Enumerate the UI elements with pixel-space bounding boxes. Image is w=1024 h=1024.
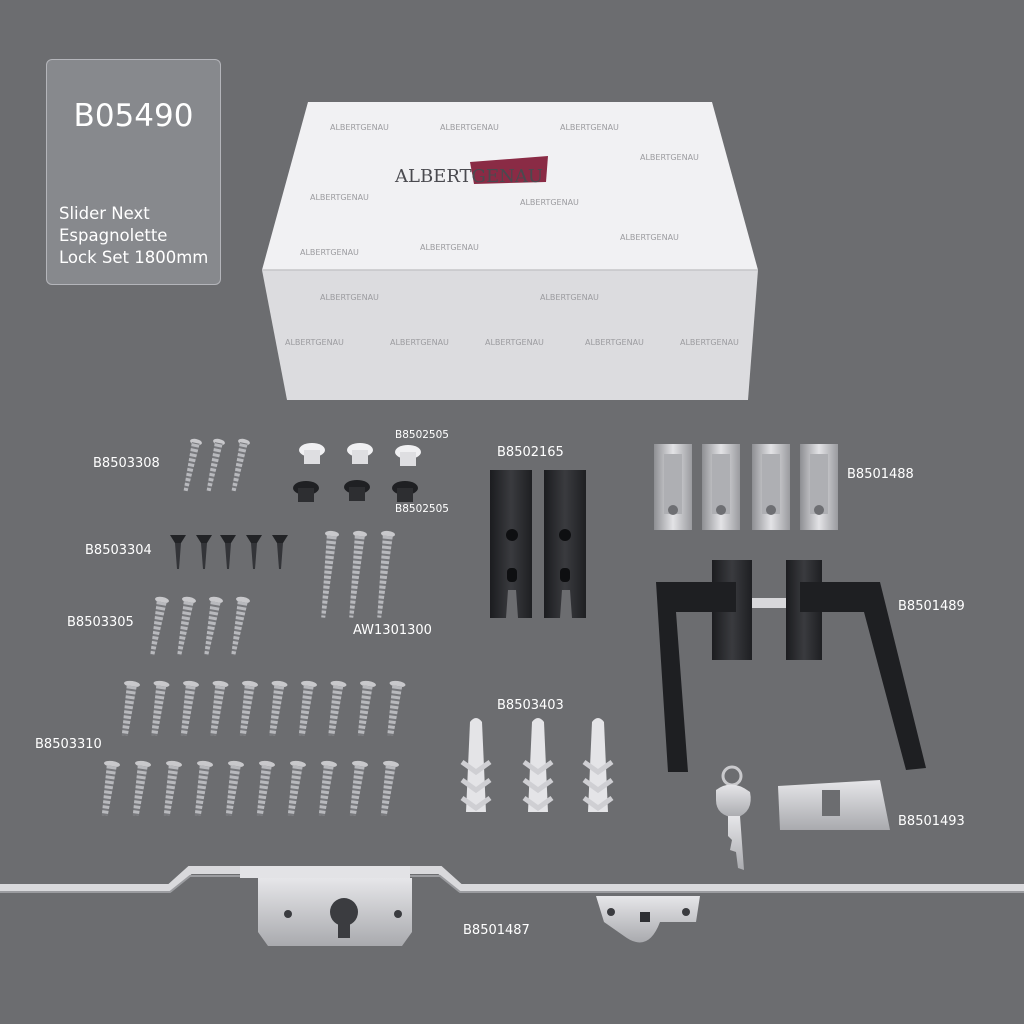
keepers-b8502165 [490, 470, 586, 618]
svg-text:ALBERTGENAU: ALBERTGENAU [420, 243, 479, 252]
screw [269, 680, 288, 736]
brackets-b8501488 [654, 444, 838, 530]
svg-text:ALBERTGENAU: ALBERTGENAU [640, 153, 699, 162]
screw [225, 760, 244, 816]
screw [380, 760, 399, 816]
svg-text:ALBERTGENAU: ALBERTGENAU [585, 338, 644, 347]
svg-text:ALBERTGENAU: ALBERTGENAU [560, 123, 619, 132]
description-line-2: Espagnolette [59, 226, 168, 245]
svg-text:ALBERTGENAU: ALBERTGENAU [485, 338, 544, 347]
screw [387, 680, 406, 736]
product-code: B05490 [73, 98, 194, 134]
screw [132, 760, 151, 816]
description-line-1: Slider Next [59, 204, 150, 223]
svg-text:ALBERTGENAU: ALBERTGENAU [520, 198, 579, 207]
label-b8503310: B8503310 [35, 737, 102, 752]
product-description: Slider Next Espagnolette Lock Set 1800mm [59, 203, 208, 269]
svg-text:ALBERTGENAU: ALBERTGENAU [300, 248, 359, 257]
screw [194, 760, 213, 816]
screw [180, 680, 199, 736]
label-aw1301300: AW1301300 [353, 623, 432, 638]
screw [328, 680, 347, 736]
key [716, 765, 751, 870]
screw [256, 760, 275, 816]
handle-set-b8501489 [656, 560, 926, 772]
svg-text:ALBERTGENAU: ALBERTGENAU [320, 293, 379, 302]
label-b8501493: B8501493 [898, 814, 965, 829]
caps-b8502505 [293, 443, 421, 502]
screw [121, 680, 140, 736]
screw [101, 760, 120, 816]
packaging-box: ALBERTGENAU ALBERTGENAU ALBERTGENAU ALBERT… [262, 102, 758, 400]
label-b8503305: B8503305 [67, 615, 134, 630]
screws-b8503304 [170, 535, 288, 569]
label-b8502165: B8502165 [497, 445, 564, 460]
label-b8503308: B8503308 [93, 456, 160, 471]
label-b8503403: B8503403 [497, 698, 564, 713]
description-line-3: Lock Set 1800mm [59, 248, 209, 267]
screws-b8503308 [183, 438, 250, 492]
svg-text:ALBERTGENAU: ALBERTGENAU [330, 123, 389, 132]
svg-text:ALBERTGENAU: ALBERTGENAU [680, 338, 739, 347]
svg-text:ALBERTGENAU: ALBERTGENAU [440, 123, 499, 132]
espagnolette-b8501487 [0, 866, 1024, 946]
screw [151, 680, 170, 736]
wall-plugs-b8503403 [460, 718, 614, 812]
svg-text:ALBERTGENAU: ALBERTGENAU [620, 233, 679, 242]
box-brand-logo: ALBERTGENAU [394, 166, 543, 187]
svg-text:ALBERTGENAU: ALBERTGENAU [285, 338, 344, 347]
screw [357, 680, 376, 736]
svg-text:ALBERTGENAU: ALBERTGENAU [540, 293, 599, 302]
svg-text:ALBERTGENAU: ALBERTGENAU [390, 338, 449, 347]
striker-b8501493 [778, 780, 890, 830]
label-b8501488: B8501488 [847, 467, 914, 482]
screws-b8503305 [150, 596, 250, 656]
screws-aw1301300 [321, 530, 395, 618]
label-b8502505-top: B8502505 [395, 429, 449, 441]
label-b8502505-bottom: B8502505 [395, 503, 449, 515]
label-b8501487: B8501487 [463, 923, 530, 938]
screw [210, 680, 229, 736]
screws-b8503310 [101, 680, 406, 816]
screw [349, 760, 368, 816]
screw [318, 760, 337, 816]
svg-text:ALBERTGENAU: ALBERTGENAU [310, 193, 369, 202]
screw [298, 680, 317, 736]
label-b8501489: B8501489 [898, 599, 965, 614]
label-b8503304: B8503304 [85, 543, 152, 558]
screw [287, 760, 306, 816]
product-info-panel: B05490 Slider Next Espagnolette Lock Set… [46, 59, 221, 285]
screw [163, 760, 182, 816]
screw [239, 680, 258, 736]
